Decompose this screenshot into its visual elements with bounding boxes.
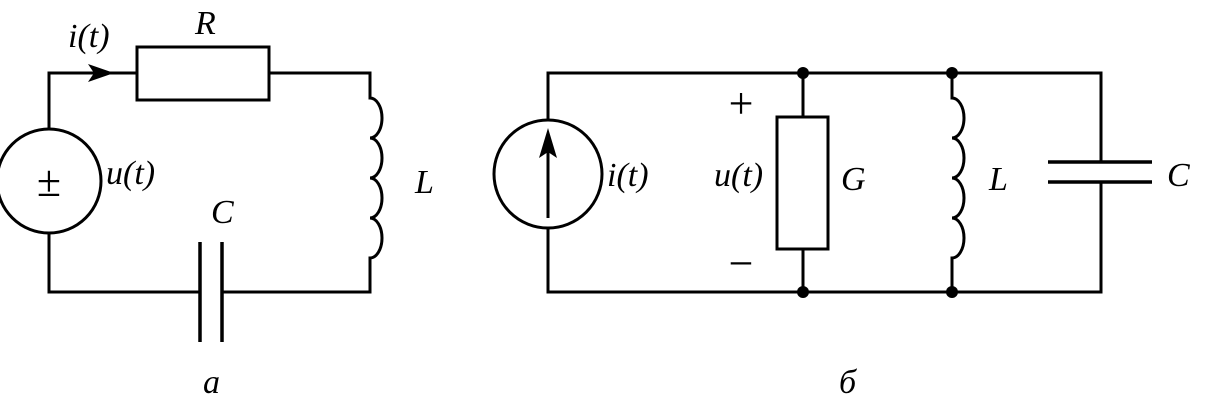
resistor-label: R [194, 5, 216, 42]
circuit-b-wires [546, 71, 1103, 294]
inductor-l-b [951, 96, 966, 260]
capacitor-label-a: C [211, 194, 234, 231]
junction-dot [797, 286, 809, 298]
junction-dot [946, 286, 958, 298]
inductor-label-b: L [988, 161, 1008, 198]
voltage-label-a: u(t) [106, 155, 155, 192]
capacitor-label-b: C [1167, 157, 1190, 194]
circuit-a-wires [47, 71, 372, 294]
current-label-b: i(t) [607, 157, 649, 194]
current-label-a: i(t) [68, 18, 110, 55]
conductance-g [775, 115, 830, 251]
up-arrow-icon [539, 128, 557, 158]
junction-dot [797, 67, 809, 79]
minus-sign: − [729, 239, 754, 288]
voltage-source [0, 127, 103, 235]
circuit-a: ± i(t) R L C u(t) а [0, 5, 434, 401]
inductor-l-a [369, 96, 384, 260]
resistor-r [135, 45, 271, 102]
circuit-b: i(t) + − u(t) G L C б [492, 67, 1190, 401]
conductance-label: G [841, 161, 866, 198]
plus-sign: + [729, 79, 754, 128]
source-symbol-icon: ± [37, 157, 61, 206]
junction-dot [946, 67, 958, 79]
caption-a: а [203, 364, 220, 401]
current-arrowhead-icon [88, 64, 114, 82]
caption-b: б [839, 364, 858, 401]
voltage-label-b: u(t) [714, 157, 763, 194]
inductor-label-a: L [414, 164, 434, 201]
